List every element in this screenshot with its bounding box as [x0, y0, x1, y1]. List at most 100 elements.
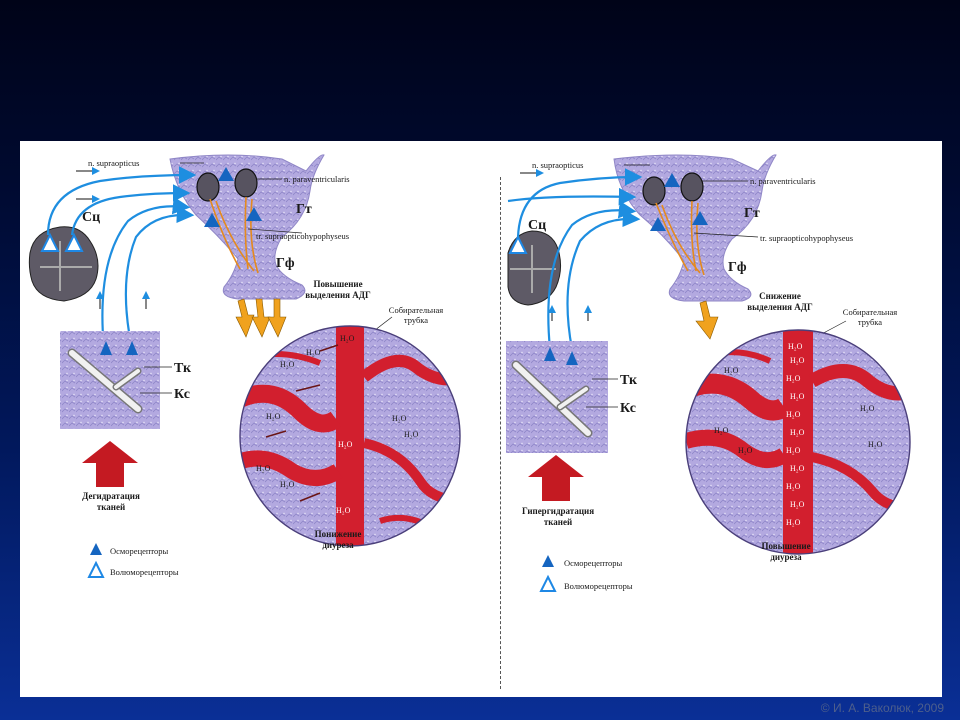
label-ks: Кс: [174, 387, 190, 402]
legend-volume-receptor-label: Волюморецепторы: [110, 567, 179, 577]
label-tk: Тк: [620, 373, 638, 388]
adh-label-line1: Снижение: [759, 291, 801, 301]
volume-receptor-icon: [64, 232, 84, 252]
state-label-line1: Гипергидратация: [522, 506, 594, 516]
svg-text:H₂O: H₂O: [404, 430, 419, 439]
adh-arrow: [235, 298, 255, 338]
svg-text:H₂O: H₂O: [392, 414, 407, 423]
nerve-fiber: [46, 166, 197, 236]
nerve-fiber: [124, 205, 195, 350]
diuresis-label-line1: Понижение: [315, 529, 362, 539]
nucleus-left-2: [234, 168, 258, 198]
figure-panel: n. supraopticus n. paraventricularis tr.…: [20, 141, 942, 697]
magnified-tissue-left: H₂O H₂O H₂O H₂O H₂O H₂O H₂O H₂O H₂O H₂O …: [240, 326, 460, 546]
copyright-text: © И. А. Ваколюк, 2009: [820, 701, 944, 715]
nucleus-right-1: [642, 176, 666, 206]
svg-text:H₂O: H₂O: [790, 500, 805, 509]
duct-label-line1: Собирательная: [843, 307, 898, 317]
state-label-line2: тканей: [544, 517, 572, 527]
svg-text:H₂O: H₂O: [790, 392, 805, 401]
nerve-fiber: [70, 184, 191, 236]
osmoreceptor-icon: [566, 351, 578, 365]
label-sc: Сц: [528, 218, 546, 233]
nucleus-left-1: [196, 172, 220, 202]
osmoreceptor-icon: [246, 207, 262, 221]
diuresis-label-line2: диуреза: [770, 552, 802, 562]
svg-text:H₂O: H₂O: [860, 404, 875, 413]
adh-arrow: [251, 298, 271, 338]
osmoreceptor-icon: [218, 167, 234, 181]
state-label-line2: тканей: [97, 502, 125, 512]
heart-shape: [28, 226, 99, 302]
svg-text:H₂O: H₂O: [286, 330, 301, 339]
osmoreceptor-icon: [692, 211, 708, 225]
osmoreceptor-icon: [204, 213, 220, 227]
label-gt: Гт: [744, 206, 760, 221]
legend-volume-receptor-icon: [539, 574, 557, 592]
legend-osmoreceptor-label: Осморецепторы: [564, 558, 623, 568]
svg-text:H₂O: H₂O: [340, 334, 355, 343]
adh-label-line2: выделения АДГ: [305, 290, 371, 300]
svg-text:H₂O: H₂O: [786, 410, 801, 419]
svg-text:H₂O: H₂O: [788, 342, 803, 351]
label-ks: Кс: [620, 401, 636, 416]
diuresis-label-line1: Повышение: [761, 541, 810, 551]
svg-text:H₂O: H₂O: [786, 374, 801, 383]
legend-osmoreceptor-icon: [542, 555, 554, 567]
svg-text:H₂O: H₂O: [868, 440, 883, 449]
label-gf: Гф: [728, 260, 747, 275]
adh-label-line1: Повышение: [313, 279, 362, 289]
nerve-fiber: [101, 196, 191, 350]
adh-arrow: [267, 298, 287, 338]
svg-text:H₂O: H₂O: [336, 506, 351, 515]
duct-label-line2: трубка: [404, 315, 428, 325]
svg-text:H₂O: H₂O: [280, 480, 295, 489]
svg-text:H₂O: H₂O: [724, 366, 739, 375]
svg-text:H₂O: H₂O: [266, 412, 281, 421]
diuresis-label-line2: диуреза: [322, 540, 354, 550]
label-tract: tr. supraopticohypophyseus: [256, 231, 349, 241]
label-n-supraopticus: n. supraopticus: [532, 160, 583, 170]
osmoreceptor-icon: [126, 341, 138, 355]
nerve-fiber: [566, 209, 641, 350]
svg-text:H₂O: H₂O: [786, 482, 801, 491]
state-label-line1: Дегидратация: [82, 491, 140, 501]
label-n-paraventricularis: n. paraventricularis: [750, 176, 816, 186]
label-gf: Гф: [276, 256, 295, 271]
svg-text:H₂O: H₂O: [738, 446, 753, 455]
duct-label-line1: Собирательная: [389, 305, 444, 315]
volume-receptor-icon: [40, 232, 60, 252]
left-diagram: n. supraopticus n. paraventricularis tr.…: [28, 154, 461, 578]
duct-label-line2: трубка: [858, 317, 882, 327]
svg-text:H₂O: H₂O: [280, 360, 295, 369]
svg-text:H₂O: H₂O: [786, 518, 801, 527]
adh-label-line2: выделения АДГ: [747, 302, 813, 312]
osmoreceptor-icon: [544, 347, 556, 361]
label-gt: Гт: [296, 202, 312, 217]
nucleus-right-2: [680, 172, 704, 202]
svg-text:H₂O: H₂O: [790, 356, 805, 365]
legend-osmoreceptor-icon: [90, 543, 102, 555]
svg-text:H₂O: H₂O: [786, 446, 801, 455]
label-n-supraopticus: n. supraopticus: [88, 158, 139, 168]
tract-fibers: [209, 196, 259, 274]
adh-regulation-figure: n. supraopticus n. paraventricularis tr.…: [28, 154, 911, 592]
state-arrow-up: [528, 455, 584, 501]
svg-text:H₂O: H₂O: [790, 428, 805, 437]
svg-text:H₂O: H₂O: [256, 464, 271, 473]
right-diagram: n. supraopticus n. paraventricularis tr.…: [506, 154, 911, 592]
label-tk: Тк: [174, 361, 192, 376]
svg-text:H₂O: H₂O: [306, 348, 321, 357]
nerve-fiber: [516, 168, 643, 238]
osmoreceptor-icon: [650, 217, 666, 231]
nerve-fiber: [507, 187, 637, 206]
volume-receptor-icon: [508, 234, 528, 254]
osmoreceptor-icon: [100, 341, 112, 355]
panel-divider: [500, 177, 501, 689]
label-tract: tr. supraopticohypophyseus: [760, 233, 853, 243]
svg-text:H₂O: H₂O: [338, 440, 353, 449]
label-sc: Сц: [82, 210, 100, 225]
legend-volume-receptor-icon: [87, 560, 105, 578]
tissue-block: [506, 341, 608, 453]
svg-text:H₂O: H₂O: [714, 426, 729, 435]
